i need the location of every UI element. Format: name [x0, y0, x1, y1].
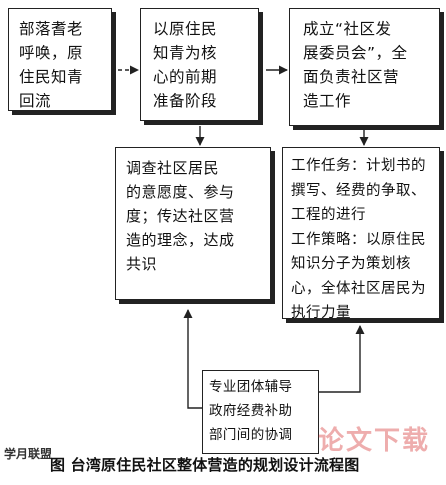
arrow-box6-to-box5	[319, 325, 365, 393]
watermark-right: 论文下载	[318, 426, 431, 456]
step-box-preparation-stage: 以原住民 知青为核 心的前期 准备阶段	[140, 8, 259, 121]
figure-caption: 图 台湾原住民社区整体营造的规划设计流程图	[50, 456, 360, 474]
watermark-left: 学月联盟	[4, 447, 53, 461]
arrow-box6-to-box4	[183, 309, 202, 409]
step-box-work-tasks-strategy: 工作任务：计划书的 撰写、经费的争取、 工程的进行 工作策略：以原住民 知识分子…	[282, 147, 440, 321]
support-box-external-assistance: 专业团体辅导 政府经费补助 部门间的协调	[202, 370, 319, 454]
step-box-elders-call: 部落耆老 呼唤，原 住民知青 回流	[8, 8, 112, 111]
step-box-development-committee: 成立“社区发 展委员会”，全 面负责社区营 造工作	[289, 8, 440, 126]
step-box-resident-survey: 调查社区居民 的意愿度、参与 度；传达社区营 造的理念，达成 共识	[115, 147, 271, 300]
